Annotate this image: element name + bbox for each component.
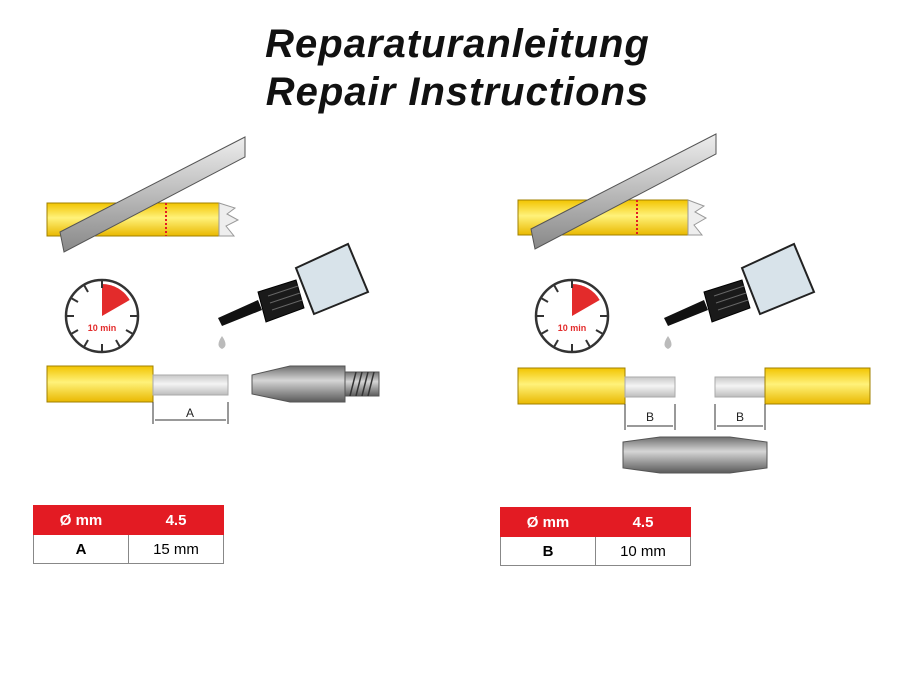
row-value: 15 mm [128, 534, 224, 564]
dimension-b-label: B [736, 410, 744, 424]
row-value: 10 mm [595, 536, 691, 566]
dimension-b-label: B [646, 410, 654, 424]
header-value: 4.5 [595, 507, 691, 537]
left-assembly [46, 365, 380, 424]
right-assembly [517, 367, 871, 474]
row-label: B [500, 536, 596, 566]
row-label: A [33, 534, 129, 564]
header-diameter: Ø mm [33, 505, 129, 535]
timer-label: 10 min [558, 323, 587, 333]
right-cut-step [517, 133, 717, 250]
header-diameter: Ø mm [500, 507, 596, 537]
timer-icon [64, 278, 140, 354]
header-value: 4.5 [128, 505, 224, 535]
glue-bottle-icon [663, 243, 815, 350]
title-english: Repair Instructions [265, 70, 650, 114]
dimension-a-label: A [186, 406, 194, 420]
glue-bottle-icon [217, 243, 369, 350]
title-german: Reparaturanleitung [265, 22, 650, 66]
timer-label: 10 min [88, 323, 117, 333]
left-cut-step [46, 136, 246, 253]
timer-icon [534, 278, 610, 354]
